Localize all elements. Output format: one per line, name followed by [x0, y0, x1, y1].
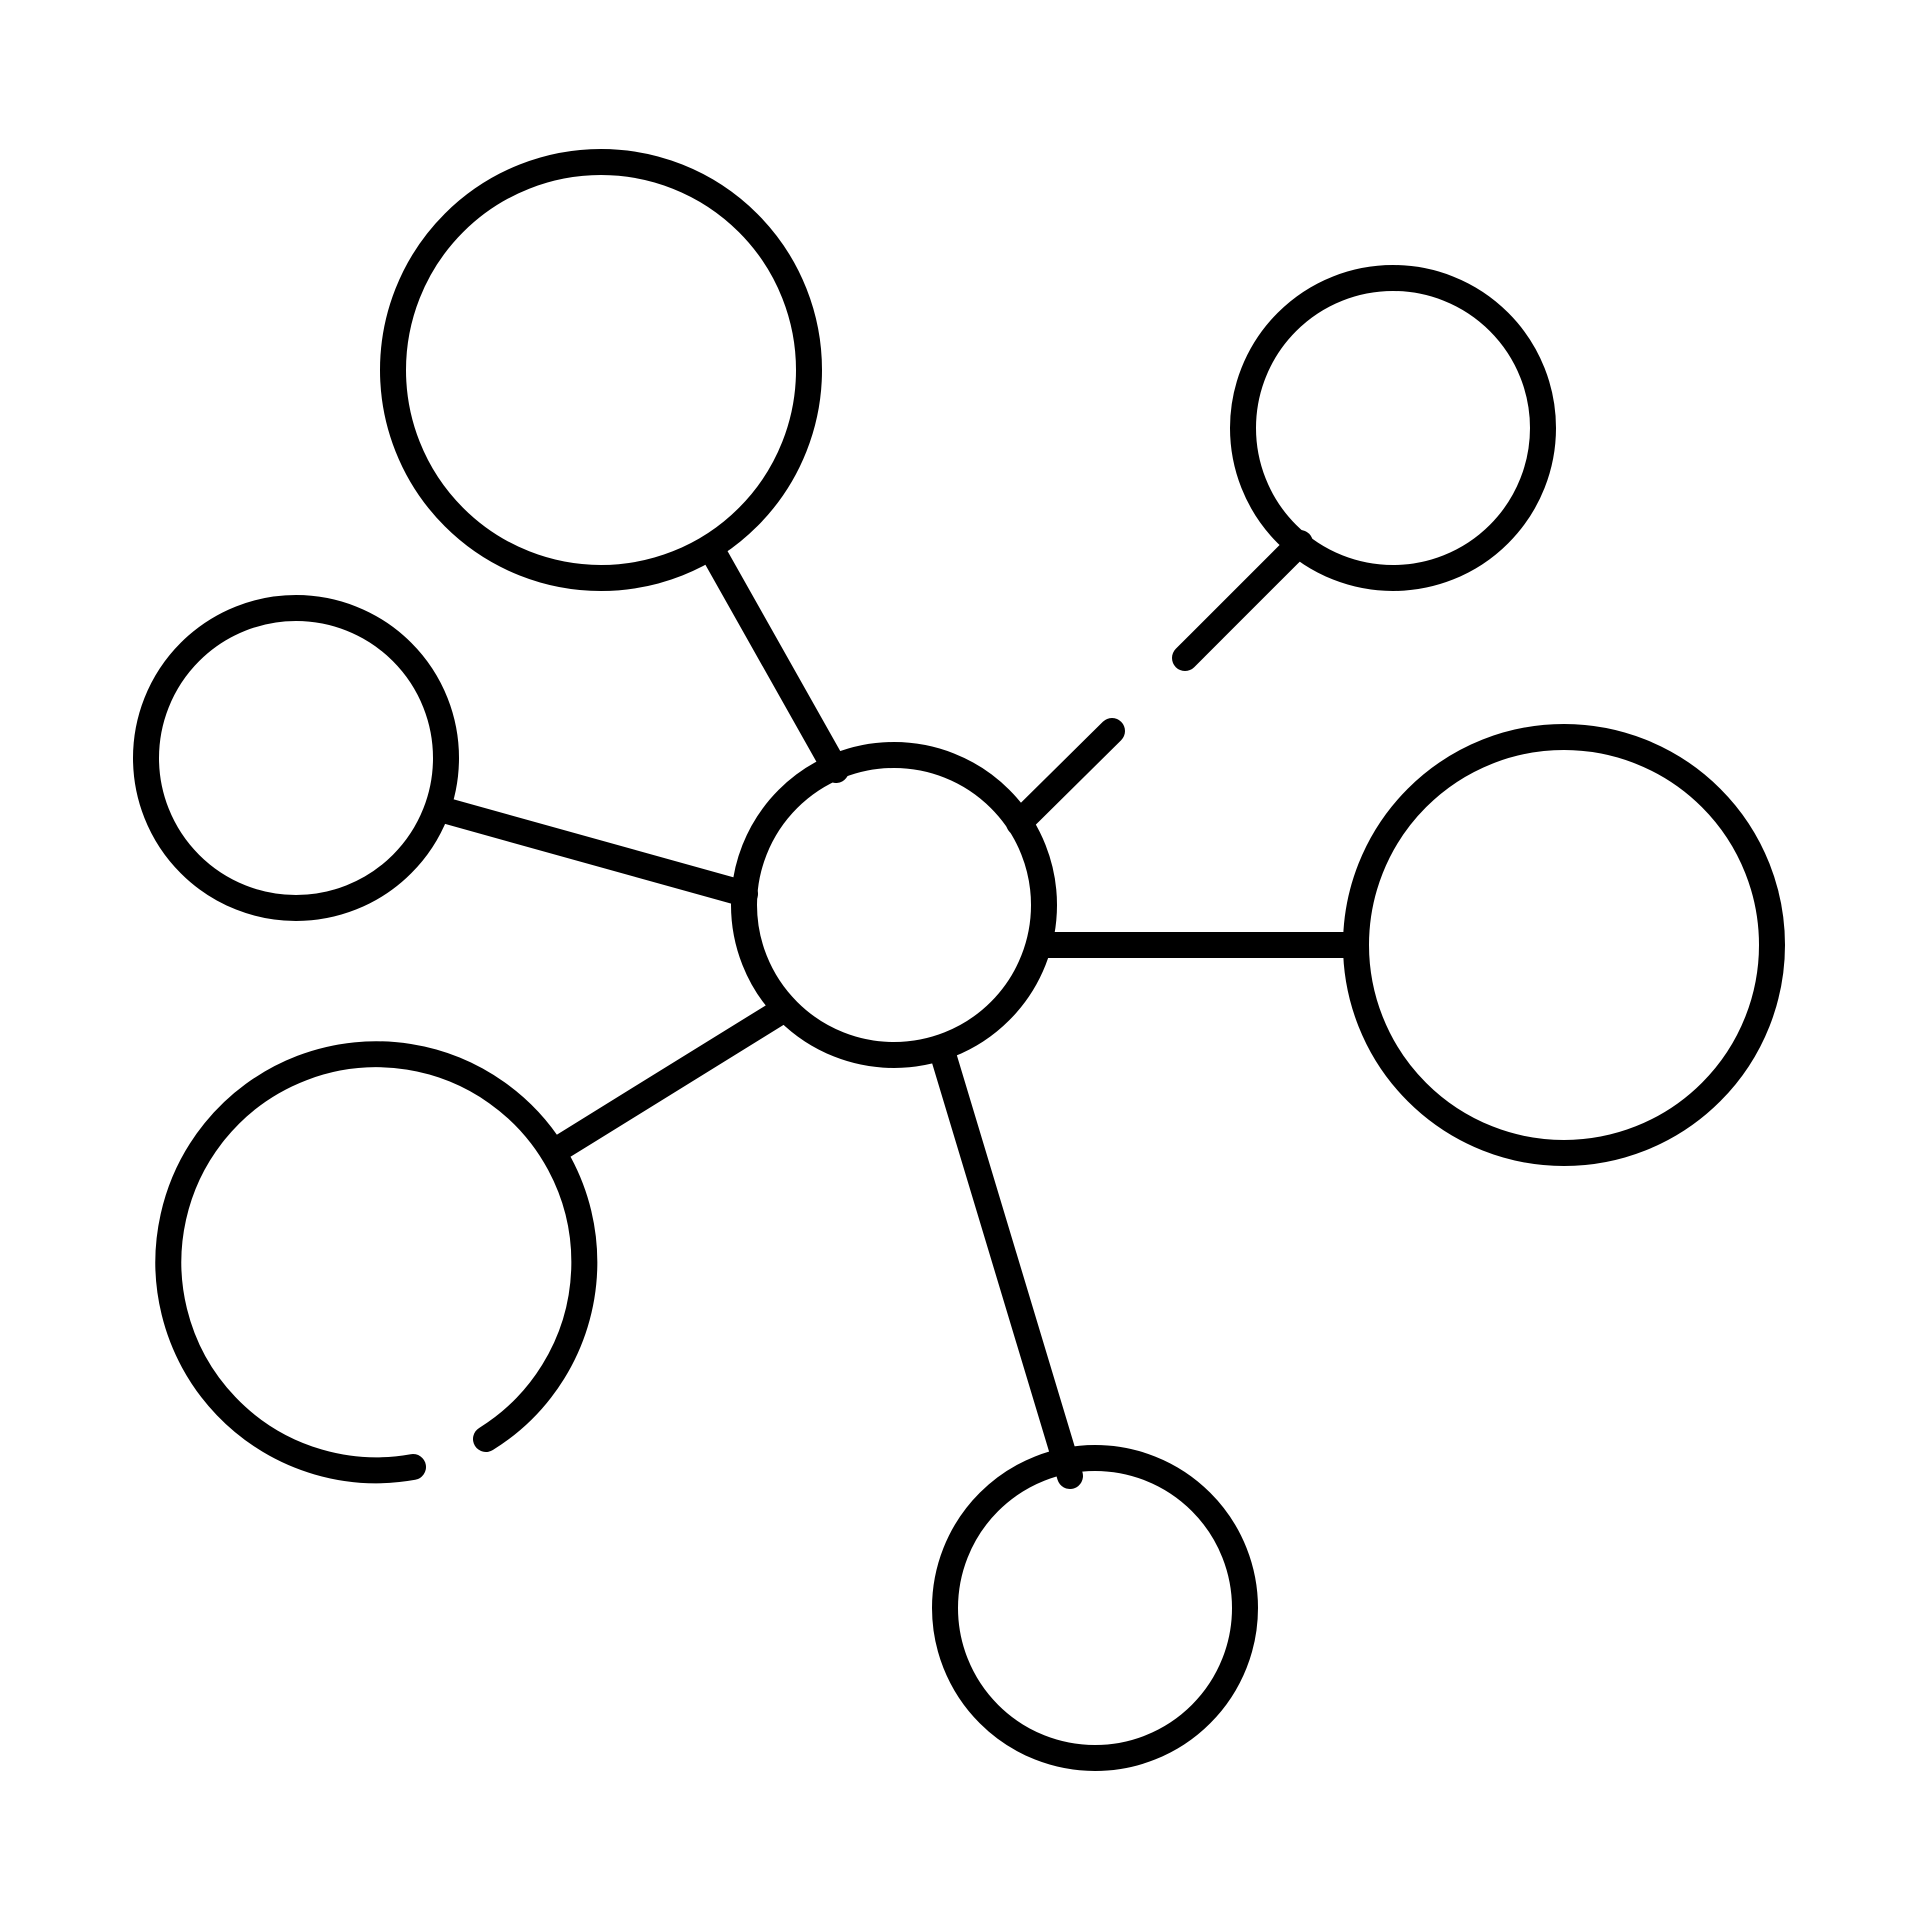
- edge-center-top-right-small-upper-segment: [1172, 530, 1313, 671]
- node-center: [731, 742, 1057, 1068]
- node-right-large: [1343, 724, 1785, 1166]
- edge-center-bottom-left-large-open: [547, 997, 796, 1161]
- edge-center-top-right-small-lower-segment: [1006, 718, 1125, 836]
- node-bottom-left-large-open-arc: [155, 1041, 598, 1484]
- node-top-right-small: [1230, 265, 1556, 591]
- node-left-small: [133, 595, 459, 921]
- edge-center-left-small: [427, 796, 758, 907]
- node-top-left-large: [380, 149, 822, 591]
- edge-center-bottom-small: [929, 1038, 1083, 1489]
- node-bottom-small: [932, 1445, 1258, 1771]
- edge-center-top-left-large: [699, 537, 849, 783]
